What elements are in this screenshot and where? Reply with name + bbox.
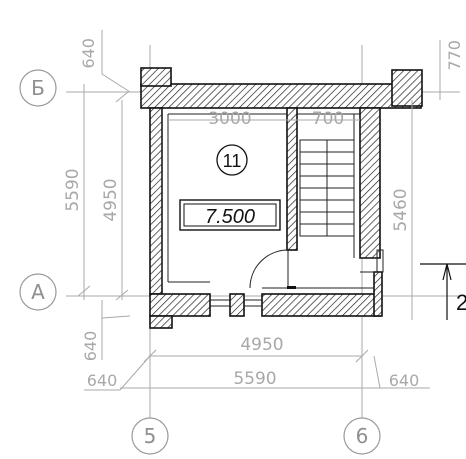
dim-left-inner: 4950 xyxy=(101,178,121,221)
axis-label-b: Б xyxy=(31,76,45,100)
window-openings xyxy=(210,299,262,307)
wall-partition xyxy=(286,107,298,251)
wall-left xyxy=(149,107,163,295)
section-number: 2 xyxy=(456,290,466,315)
wall-right-lower xyxy=(373,271,383,317)
pillar-bottom-left xyxy=(149,315,173,329)
dim-right-height: 5460 xyxy=(391,188,411,231)
wall-bottom-right xyxy=(261,293,381,317)
elevation-box: 7.500 xyxy=(179,199,281,231)
dim-inner-width-right: 700 xyxy=(312,109,344,129)
axis-label-a: А xyxy=(31,280,45,304)
room-number: 11 xyxy=(223,151,242,171)
dim-bottom-overall: 5590 xyxy=(233,369,276,389)
axis-marker-b: Б xyxy=(19,69,57,107)
dim-bottom-left-offset-vertical: 640 xyxy=(81,331,100,362)
dim-bottom-right-offset: 640 xyxy=(389,371,420,390)
dim-bottom-left-offset: 640 xyxy=(87,371,118,390)
room-number-marker: 11 xyxy=(216,144,248,176)
axis-marker-5: 5 xyxy=(131,417,169,455)
axis-label-6: 6 xyxy=(356,424,369,448)
section-mark: 2 xyxy=(420,263,466,320)
dim-top-left-offset: 640 xyxy=(79,38,98,69)
dim-inner-width-left: 3000 xyxy=(208,109,251,129)
wall-bottom-left xyxy=(149,293,211,317)
pillar-top-left xyxy=(140,67,172,87)
pillar-top-right xyxy=(391,69,423,107)
staircase xyxy=(299,139,355,237)
door xyxy=(249,249,296,289)
dim-left-overall: 5590 xyxy=(63,168,83,211)
axis-marker-6: 6 xyxy=(343,417,381,455)
axis-marker-a: А xyxy=(19,273,57,311)
dimension-lines xyxy=(77,30,441,391)
inner-wall-lines xyxy=(161,108,384,289)
walls xyxy=(140,67,423,329)
axis-label-5: 5 xyxy=(144,424,157,448)
wall-top xyxy=(140,83,422,109)
wall-right xyxy=(359,107,381,259)
wall-bottom-mid xyxy=(229,293,245,317)
dim-bottom-inner: 4950 xyxy=(240,335,283,355)
dim-top-right-offset: 770 xyxy=(445,40,464,71)
elevation-label: 7.500 xyxy=(205,206,255,228)
